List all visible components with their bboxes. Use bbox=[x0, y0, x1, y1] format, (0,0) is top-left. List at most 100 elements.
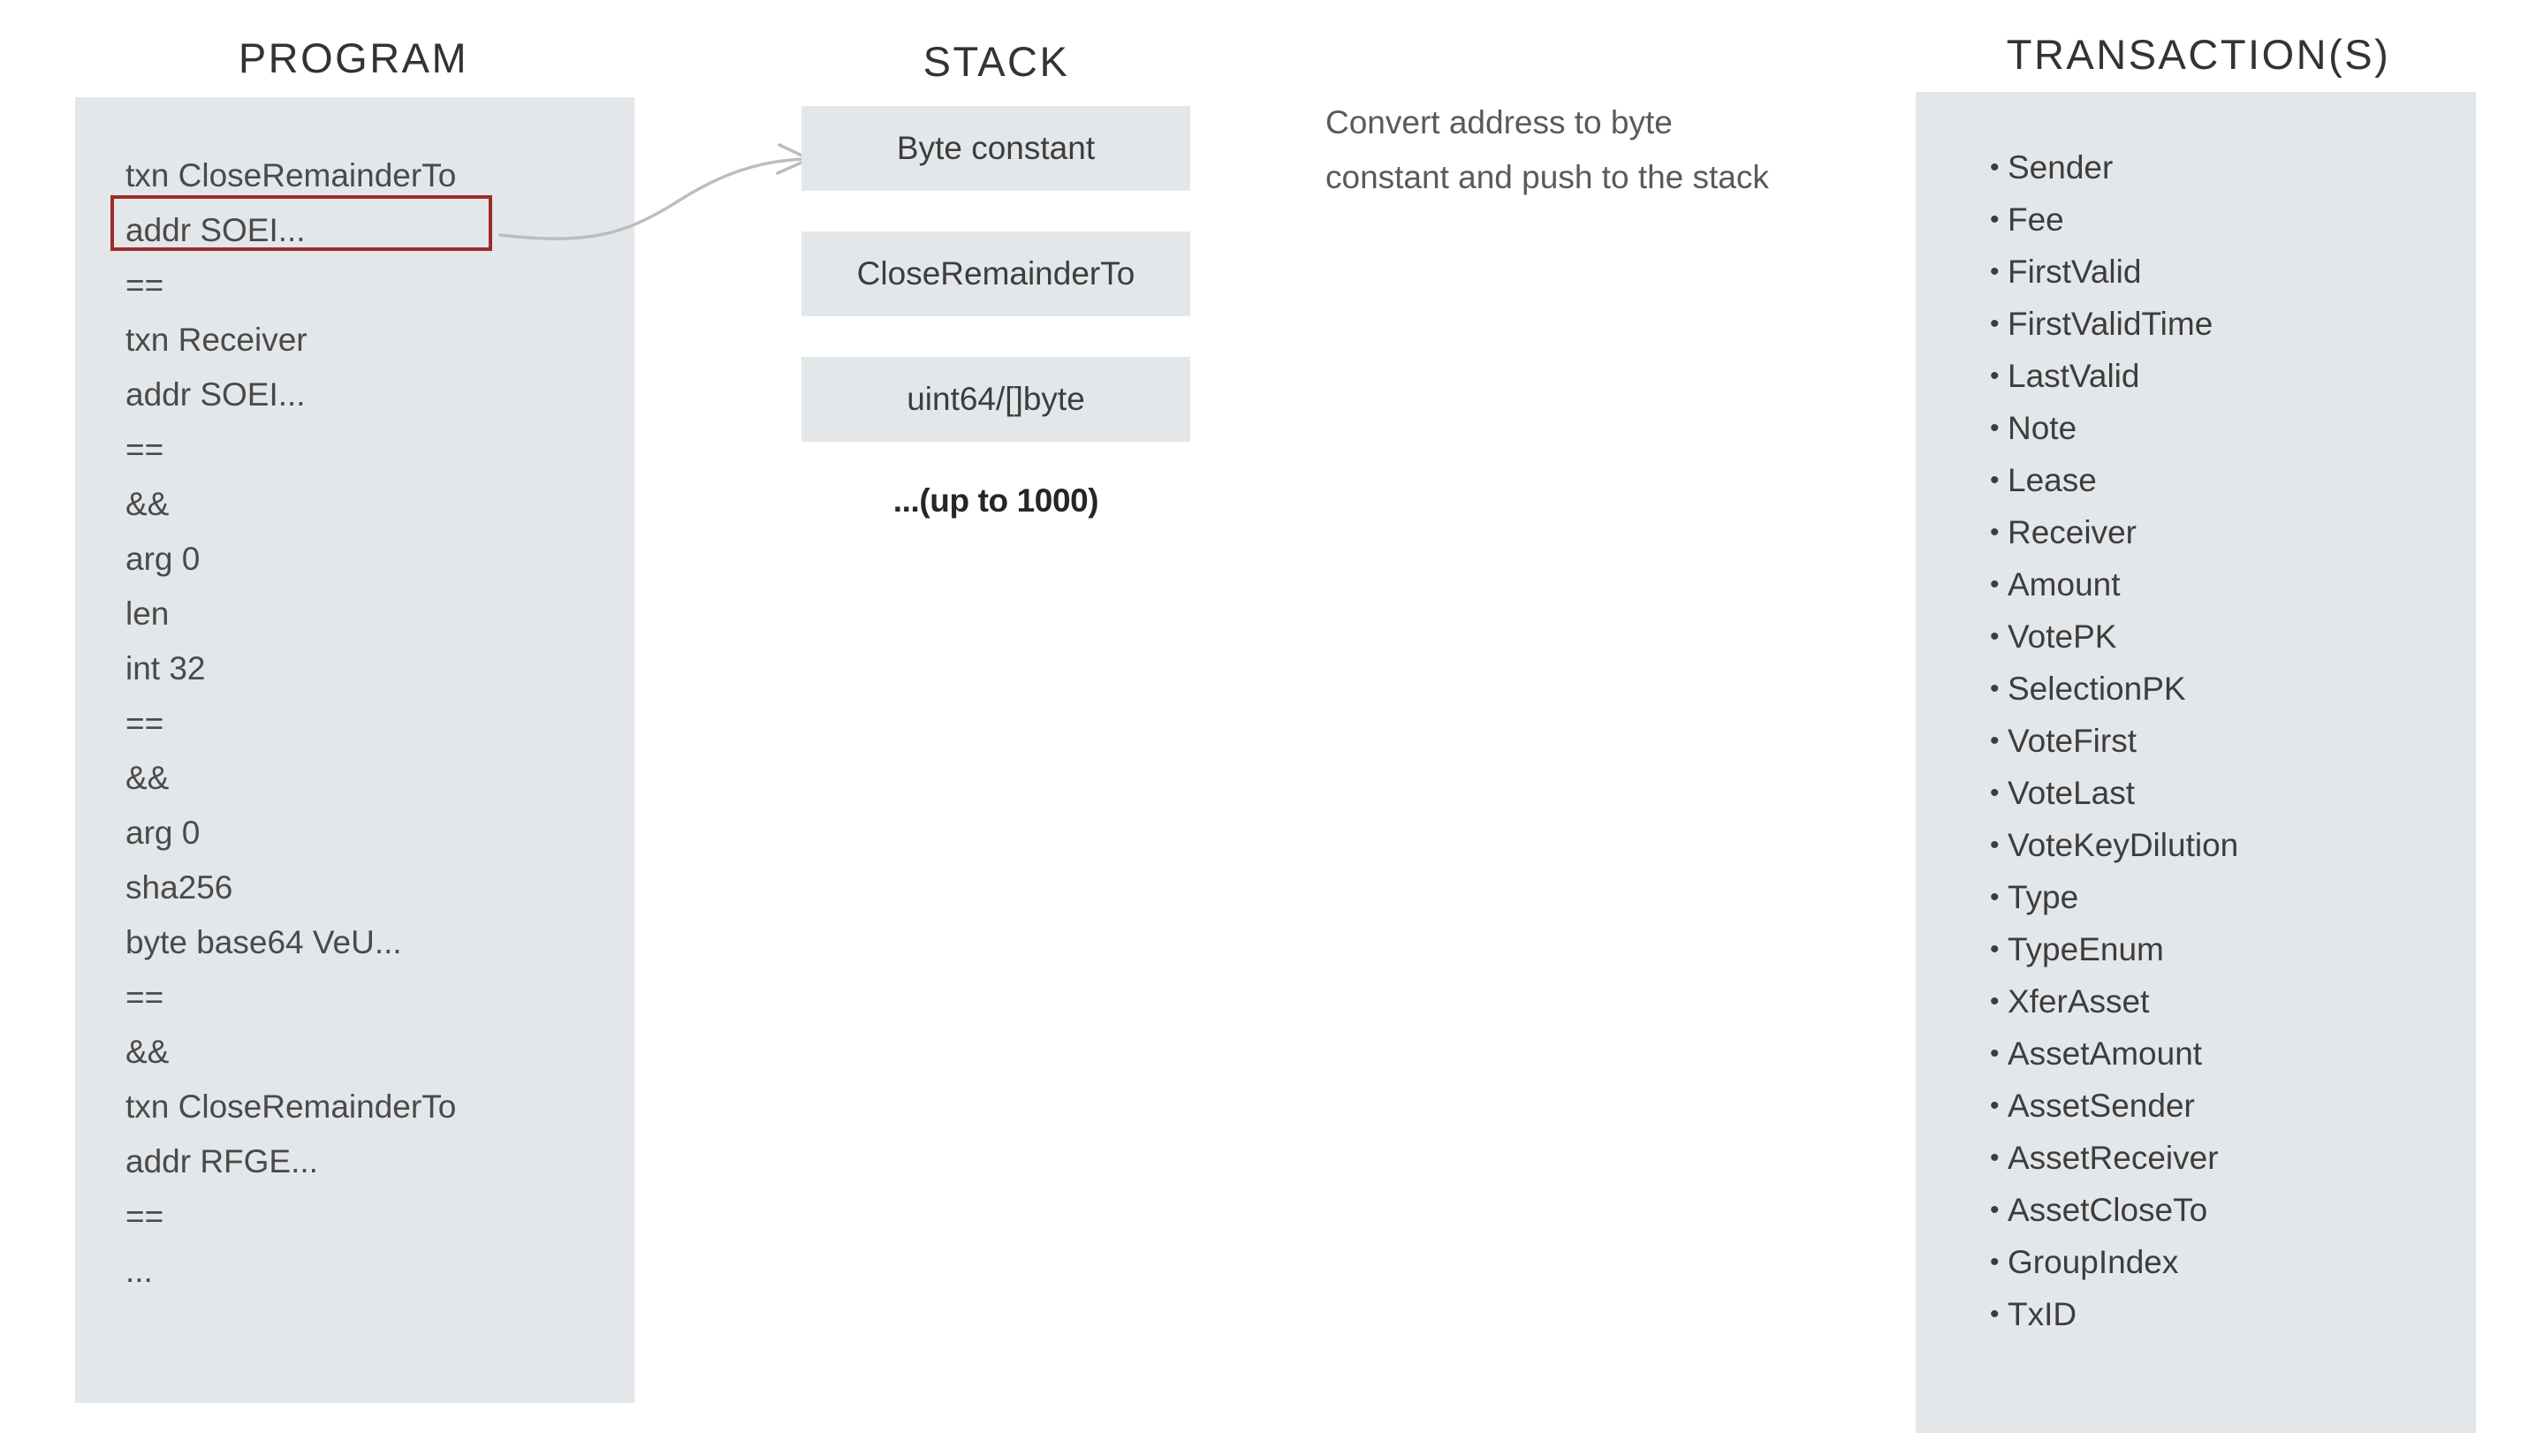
program-line: addr SOEI... bbox=[125, 212, 306, 248]
transaction-field-label: LastValid bbox=[2008, 358, 2140, 394]
program-listing: txn CloseRemainderTo addr SOEI... == txn Re… bbox=[125, 148, 620, 1299]
transactions-panel bbox=[1916, 92, 2476, 1433]
annotation-line: constant and push to the stack bbox=[1325, 159, 1769, 195]
program-line: len bbox=[125, 595, 170, 632]
program-line: sha256 bbox=[125, 869, 233, 906]
bullet-icon: • bbox=[1990, 413, 2000, 443]
list-item: • TypeEnum bbox=[1990, 923, 2449, 975]
transaction-field-label: Fee bbox=[2008, 201, 2064, 238]
transaction-field-label: FirstValidTime bbox=[2008, 306, 2213, 342]
program-line: && bbox=[125, 1034, 170, 1070]
transaction-field-label: TypeEnum bbox=[2008, 931, 2164, 967]
list-item: • Fee bbox=[1990, 193, 2449, 246]
annotation-line: Convert address to byte bbox=[1325, 104, 1673, 140]
program-line: addr RFGE... bbox=[125, 1143, 318, 1179]
program-line: == bbox=[125, 267, 164, 303]
transaction-field-label: AssetReceiver bbox=[2008, 1140, 2219, 1176]
list-item: • VoteLast bbox=[1990, 767, 2449, 819]
bullet-icon: • bbox=[1990, 725, 2000, 755]
transaction-field-label: VoteKeyDilution bbox=[2008, 827, 2239, 863]
transaction-field-label: GroupIndex bbox=[2008, 1244, 2179, 1280]
bullet-icon: • bbox=[1990, 986, 2000, 1016]
list-item: • Note bbox=[1990, 402, 2449, 454]
list-item: •AssetCloseTo bbox=[1990, 1184, 2449, 1236]
list-item: • XferAsset bbox=[1990, 975, 2449, 1028]
list-item: • AssetReceiver bbox=[1990, 1132, 2449, 1184]
bullet-icon: • bbox=[1990, 360, 2000, 391]
bullet-icon: • bbox=[1990, 308, 2000, 338]
list-item: • Receiver bbox=[1990, 506, 2449, 558]
page-title-stack: STACK bbox=[923, 38, 1070, 85]
program-line: ... bbox=[125, 1253, 153, 1289]
page-title-program: PROGRAM bbox=[238, 34, 469, 81]
program-line: && bbox=[125, 486, 170, 522]
list-item: • SelectionPK bbox=[1990, 663, 2449, 715]
bullet-icon: • bbox=[1990, 256, 2000, 286]
list-item: • VotePK bbox=[1990, 610, 2449, 663]
program-line: == bbox=[125, 1198, 164, 1234]
program-line: == bbox=[125, 431, 164, 467]
program-line: int 32 bbox=[125, 650, 206, 686]
program-line: txn Receiver bbox=[125, 322, 308, 358]
program-line: == bbox=[125, 705, 164, 741]
list-item: • Amount bbox=[1990, 558, 2449, 610]
bullet-icon: • bbox=[1990, 673, 2000, 703]
list-item: • Lease bbox=[1990, 454, 2449, 506]
bullet-icon: • bbox=[1990, 830, 2000, 860]
list-item: • VoteKeyDilution bbox=[1990, 819, 2449, 871]
bullet-icon: • bbox=[1990, 882, 2000, 912]
transaction-field-label: FirstValid bbox=[2008, 254, 2142, 290]
list-item: • FirstValidTime bbox=[1990, 298, 2449, 350]
transaction-field-label: Sender bbox=[2008, 149, 2114, 186]
list-item: • FirstValid bbox=[1990, 246, 2449, 298]
transaction-field-label: TxID bbox=[2008, 1296, 2077, 1332]
transaction-field-label: Amount bbox=[2008, 566, 2121, 603]
bullet-icon: • bbox=[1990, 1142, 2000, 1172]
program-line: arg 0 bbox=[125, 541, 201, 577]
list-item: • VoteFirst bbox=[1990, 715, 2449, 767]
bullet-icon: • bbox=[1990, 621, 2000, 651]
transaction-field-label: SelectionPK bbox=[2008, 671, 2186, 707]
transaction-field-label: Type bbox=[2008, 879, 2079, 915]
transaction-field-list: • Sender • Fee • FirstValid • FirstValidTime • La… bbox=[1990, 141, 2449, 1340]
bullet-icon: • bbox=[1990, 934, 2000, 964]
transaction-field-label: Receiver bbox=[2008, 514, 2137, 550]
stack-cell: uint64/[]byte bbox=[801, 357, 1190, 442]
transaction-field-label: XferAsset bbox=[2008, 983, 2150, 1020]
transaction-field-label: AssetCloseTo bbox=[2008, 1192, 2208, 1228]
program-line: && bbox=[125, 760, 170, 796]
bullet-icon: • bbox=[1990, 777, 2000, 808]
transaction-field-label: Lease bbox=[2008, 462, 2097, 498]
list-item: • Type bbox=[1990, 871, 2449, 923]
bullet-icon: • bbox=[1990, 152, 2000, 182]
transaction-field-label: AssetAmount bbox=[2008, 1035, 2203, 1072]
transaction-field-label: VoteFirst bbox=[2008, 723, 2137, 759]
program-line: == bbox=[125, 979, 164, 1015]
list-item: •AssetSender bbox=[1990, 1080, 2449, 1132]
bullet-icon: • bbox=[1990, 204, 2000, 234]
transaction-field-label: VotePK bbox=[2008, 618, 2117, 655]
curved-arrow-icon bbox=[498, 143, 811, 240]
list-item: • AssetAmount bbox=[1990, 1028, 2449, 1080]
transaction-field-label: AssetSender bbox=[2008, 1088, 2195, 1124]
program-line: arg 0 bbox=[125, 815, 201, 851]
bullet-icon: • bbox=[1990, 465, 2000, 495]
stack-cell: Byte constant bbox=[801, 106, 1190, 191]
bullet-icon: • bbox=[1990, 569, 2000, 599]
list-item: • LastValid bbox=[1990, 350, 2449, 402]
stack-overflow-label: ...(up to 1000) bbox=[892, 482, 1099, 519]
transaction-field-label: Note bbox=[2008, 410, 2077, 446]
program-line: byte base64 VeU... bbox=[125, 924, 402, 960]
page-title-transactions: TRANSACTION(S) bbox=[2006, 31, 2391, 78]
transaction-field-label: VoteLast bbox=[2008, 775, 2136, 811]
bullet-icon: • bbox=[1990, 1038, 2000, 1068]
annotation-note: Convert address to byte constant and push… bbox=[1325, 95, 1891, 205]
bullet-icon: • bbox=[1990, 1299, 2000, 1329]
bullet-icon: • bbox=[1990, 517, 2000, 547]
program-panel bbox=[75, 97, 634, 1403]
list-item: • TxID bbox=[1990, 1288, 2449, 1340]
program-line: txn CloseRemainderTo bbox=[125, 157, 457, 193]
program-line: addr SOEI... bbox=[125, 376, 306, 413]
